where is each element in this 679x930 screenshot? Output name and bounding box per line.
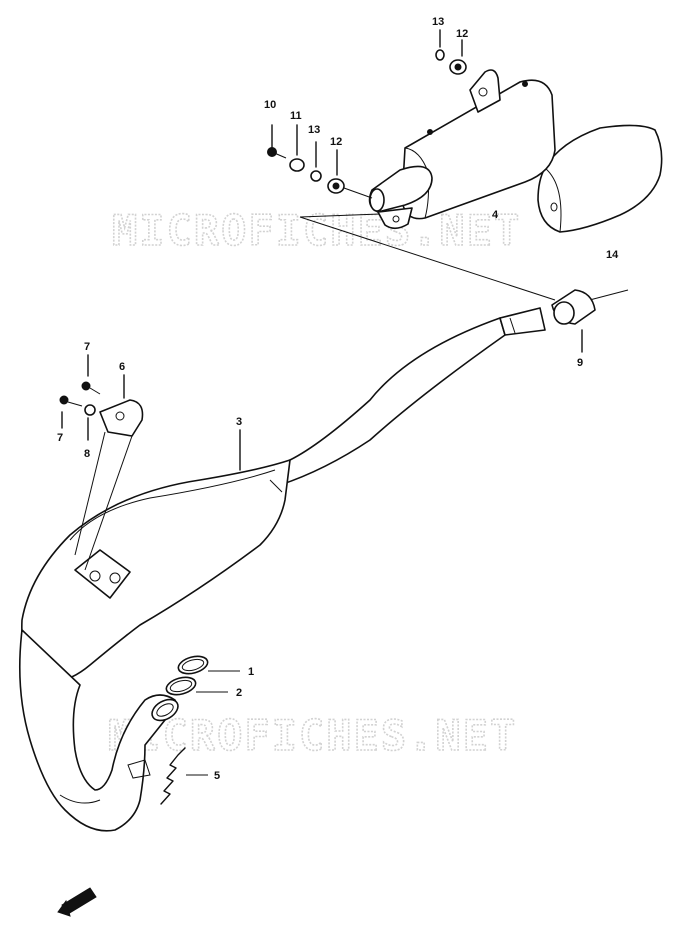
- callout-1: 1: [248, 666, 254, 678]
- callout-10: 10: [264, 99, 276, 111]
- exhaust-spring: [160, 747, 208, 805]
- watermark-top: MICROFICHES.NET: [112, 206, 521, 255]
- callout-12-top: 12: [456, 28, 468, 40]
- callout-4: 4: [492, 209, 499, 221]
- callout-8: 8: [84, 448, 90, 460]
- front-arrow-icon: [57, 887, 97, 917]
- callout-7-lower: 7: [57, 432, 63, 444]
- callout-7-upper: 7: [84, 341, 90, 353]
- callout-2: 2: [236, 687, 242, 699]
- callout-3: 3: [236, 416, 242, 428]
- silencer-packing: [537, 124, 663, 233]
- callout-13-top: 13: [432, 16, 444, 28]
- callout-labels: 1 2 3 4 5 6 7 7 8 9 10 11 13 12 13 12 14: [57, 16, 619, 782]
- joint-sleeve: [551, 289, 596, 353]
- callout-13-left: 13: [308, 124, 320, 136]
- callout-5: 5: [214, 770, 220, 782]
- exhaust-gaskets: [165, 655, 240, 696]
- pipe-bracket: [59, 354, 144, 571]
- watermark-bottom: MICROFICHES.NET: [108, 711, 517, 760]
- silencer-body: [368, 69, 556, 230]
- exhaust-pipe: [19, 307, 546, 832]
- callout-11: 11: [290, 110, 302, 122]
- callout-9: 9: [577, 357, 583, 369]
- callout-12-left: 12: [330, 136, 342, 148]
- callout-6: 6: [119, 361, 125, 373]
- callout-14: 14: [606, 249, 619, 261]
- silencer-fasteners: [267, 29, 467, 199]
